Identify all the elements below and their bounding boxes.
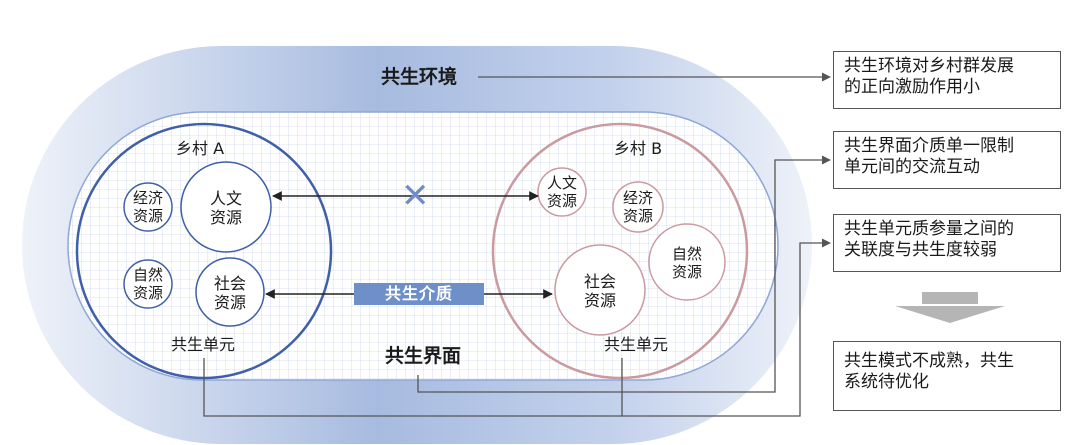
blocked-cross-icon: ✕ (401, 176, 430, 216)
interface-label: 共生界面 (385, 345, 462, 367)
village-b-resource-humanities: 人文资源 (546, 174, 577, 210)
village-b-circle (491, 122, 749, 380)
resource-circle (648, 223, 726, 301)
resource-circle (612, 181, 664, 233)
resource-circle (554, 244, 646, 336)
environment-label: 共生环境 (381, 66, 458, 88)
medium-label: 共生介质 (354, 283, 484, 305)
down-arrow-head (895, 306, 1005, 323)
resource-circle (195, 257, 265, 327)
village-a-unit-label: 共生单元 (171, 335, 236, 354)
village-b-title: 乡村 B (614, 139, 663, 158)
resource-circle (123, 182, 173, 232)
finding-box-environment: 共生环境对乡村群发展的正向激励作用小 (833, 51, 1061, 109)
resource-circle (123, 259, 173, 309)
village-a-resource-humanities: 人文资源 (209, 189, 242, 227)
finding-box-interface: 共生界面介质单一限制单元间的交流互动 (833, 131, 1061, 189)
finding-box-unit: 共生单元质参量之间的关联度与共生度较弱 (833, 214, 1061, 272)
resource-circle (180, 161, 272, 253)
interface-connector (417, 155, 831, 393)
down-arrow-body (922, 292, 978, 304)
village-b-resource-natural: 自然资源 (671, 245, 702, 281)
unit-connector (203, 238, 831, 417)
village-a-resource-social: 社会资源 (213, 274, 246, 312)
village-b-unit-label: 共生单元 (604, 335, 669, 354)
village-b-resource-economic: 经济资源 (622, 189, 653, 225)
conclusion-box: 共生模式不成熟，共生系统待优化 (833, 341, 1061, 411)
village-a-title: 乡村 A (176, 139, 225, 158)
village-a-resource-economic: 经济资源 (132, 189, 163, 225)
village-b-resource-social: 社会资源 (583, 272, 616, 310)
village-a-resource-natural: 自然资源 (132, 266, 163, 302)
